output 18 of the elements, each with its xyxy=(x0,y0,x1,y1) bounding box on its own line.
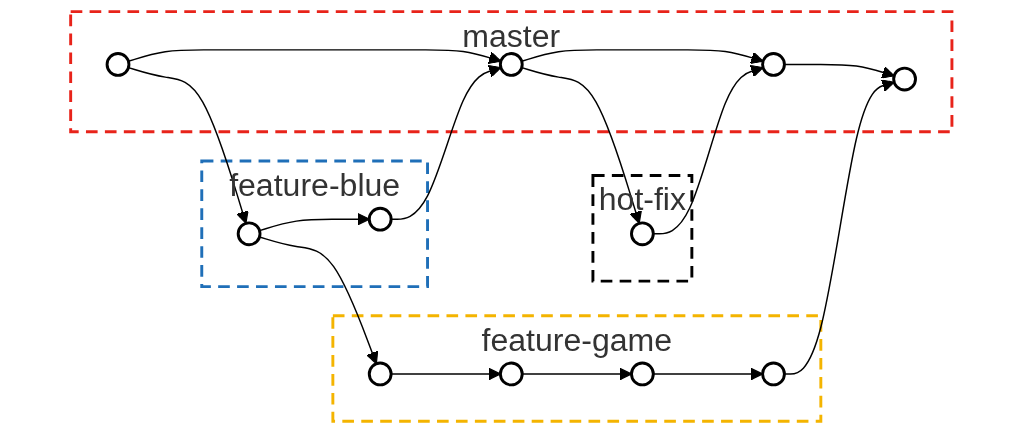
arrow xyxy=(390,64,502,220)
node-circle xyxy=(891,66,917,92)
node-circle xyxy=(760,52,786,77)
arrow xyxy=(783,63,895,79)
arrow xyxy=(783,79,895,375)
node-circle xyxy=(367,206,393,232)
node-circle xyxy=(629,221,655,247)
node-circle xyxy=(367,361,393,387)
node-circle xyxy=(236,221,262,247)
arrow xyxy=(390,367,501,381)
node-circle xyxy=(498,361,524,387)
arrow xyxy=(652,64,764,235)
node-circle xyxy=(105,52,131,77)
node-circle xyxy=(629,361,655,387)
node-circle xyxy=(498,52,524,77)
arrow xyxy=(521,367,632,381)
node-circle xyxy=(760,361,786,387)
arrow xyxy=(652,367,763,381)
